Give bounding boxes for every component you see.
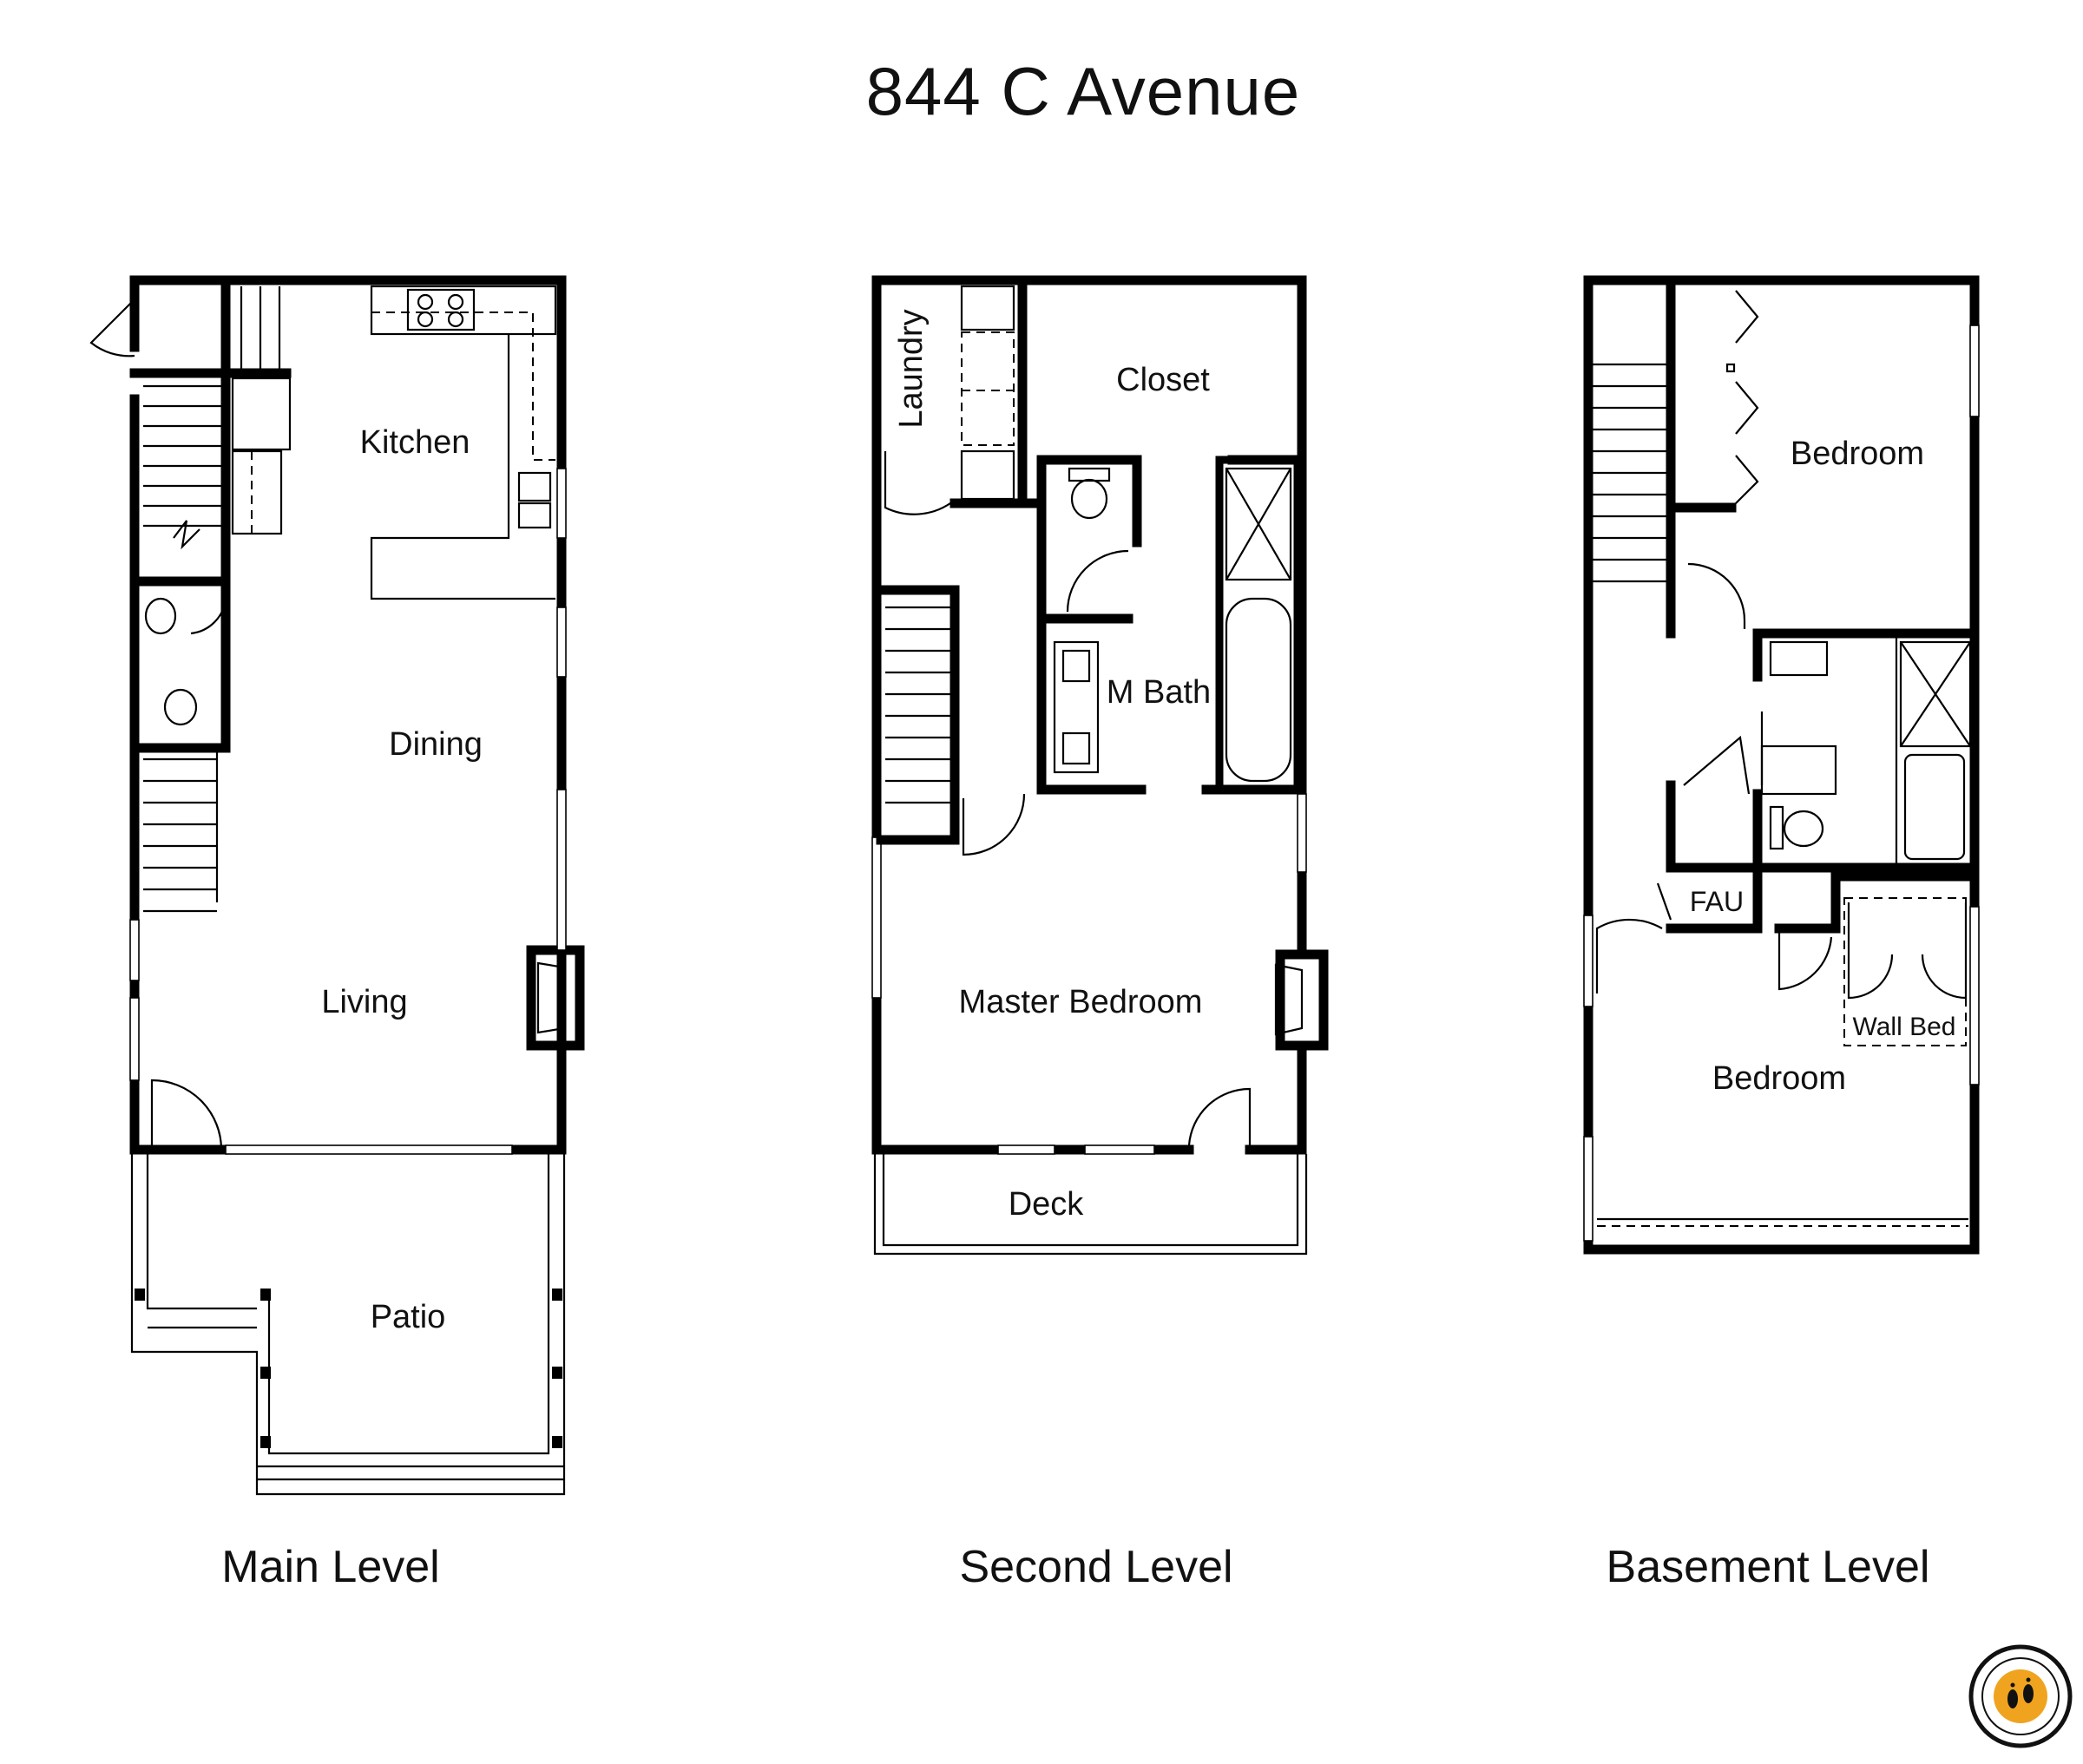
main-window-living — [556, 789, 567, 951]
room-label-patio: Patio — [371, 1299, 446, 1335]
mbath-toilet-icon — [1070, 478, 1108, 520]
shower-icon — [1225, 467, 1292, 581]
bathtub-icon — [1225, 597, 1292, 783]
basement-window-right-2 — [1969, 906, 1980, 1085]
bedroom-bottom-door-swing — [1595, 918, 1663, 993]
main-level-plan: Kitchen Dining Living Patio — [89, 275, 585, 1496]
bath-bottom-wall — [1752, 789, 1980, 873]
second-stairs — [885, 606, 950, 804]
wall-bed-left-wall — [1774, 871, 1841, 934]
room-label-deck: Deck — [1009, 1186, 1085, 1223]
pantry-base — [231, 449, 283, 535]
main-window-left-2 — [129, 997, 140, 1081]
hall-closet-door — [1683, 735, 1751, 795]
room-label-fau: FAU — [1690, 886, 1744, 917]
vanity-icon — [1053, 640, 1100, 774]
main-sliding-door — [225, 1144, 513, 1155]
hall-closet-wall — [1666, 780, 1763, 873]
laundry-shelf — [960, 285, 1015, 331]
main-upper-stairs — [143, 286, 281, 550]
kitchen-island-counter — [370, 334, 555, 600]
second-window-bottom-2 — [1084, 1144, 1155, 1155]
closet-bifold-3 — [1735, 455, 1759, 504]
basement-stairs — [1593, 363, 1666, 583]
patio-door-swing — [150, 1079, 223, 1151]
second-level-plan: Laundry Closet M Bath Master Bedroom Dec… — [871, 275, 1329, 1256]
second-window-bottom-1 — [997, 1144, 1055, 1155]
footprints-icon — [2007, 1677, 2034, 1708]
fau-wall — [1666, 862, 1763, 934]
badge-accent-disc — [1994, 1669, 2047, 1723]
kitchen-upper-cabinets — [371, 311, 555, 461]
mbath-left-wall — [1036, 455, 1147, 795]
deck-door-swing — [1187, 1087, 1252, 1150]
stove-icon — [406, 288, 476, 331]
sink-icon — [517, 502, 552, 529]
entry-door-swing — [89, 298, 135, 357]
room-label-bedroom-bottom: Bedroom — [1712, 1060, 1846, 1097]
laundry-door-swing — [884, 451, 951, 515]
main-toilet-icon — [144, 597, 177, 635]
bath-vanity-icon — [1760, 744, 1837, 796]
main-exterior-wall — [129, 275, 567, 1155]
basement-window-left — [1583, 915, 1593, 1007]
basement-level-plan: Bedroom FAU Wall Bed Bedroom — [1583, 275, 1980, 1255]
bath-tub-icon — [1903, 753, 1966, 861]
second-stair-wall — [876, 585, 960, 845]
half-bath-wall — [129, 576, 231, 753]
room-label-closet: Closet — [1116, 362, 1210, 398]
room-label-wall-bed: Wall Bed — [1853, 1013, 1956, 1041]
plan-title: 844 C Avenue — [865, 53, 1301, 129]
level-label-basement: Basement Level — [1606, 1542, 1930, 1592]
basement-bottom-wall — [1583, 1001, 1980, 1255]
tub-shower-enclosure — [1215, 456, 1302, 794]
basement-exterior-wall — [1583, 275, 1980, 921]
wall-bed-door-left — [1847, 902, 1894, 1000]
bedroom-top-door-swing — [1687, 562, 1746, 629]
room-label-mbath: M Bath — [1107, 674, 1211, 711]
main-lower-stairs — [143, 751, 219, 913]
kitchen-upper-counter — [370, 285, 557, 336]
room-label-dining: Dining — [389, 726, 483, 763]
level-label-second: Second Level — [959, 1542, 1233, 1592]
basement-window-right-1 — [1969, 325, 1980, 417]
bath-shower-icon — [1899, 640, 1972, 748]
room-label-laundry: Laundry — [893, 309, 930, 428]
main-fireplace-hearth — [536, 961, 566, 1034]
room-label-living: Living — [321, 984, 407, 1020]
closet-bifold-2 — [1735, 381, 1759, 435]
pantry-unit — [231, 377, 292, 451]
washer-dryer — [961, 331, 1015, 446]
bath-toilet-icon — [1783, 810, 1824, 848]
wc-door-swing — [1066, 549, 1129, 613]
second-exterior-wall — [871, 275, 1307, 843]
second-window-left — [871, 836, 882, 999]
stair-door-swing — [962, 793, 1026, 856]
main-window-dining — [556, 607, 567, 678]
main-sink-icon — [163, 688, 198, 726]
deck-outline — [873, 1154, 1308, 1256]
bath-sink-icon — [1769, 640, 1829, 677]
main-window-left-1 — [129, 919, 140, 981]
second-fireplace — [1275, 949, 1329, 1051]
level-label-main: Main Level — [221, 1542, 440, 1592]
second-fireplace-hearth — [1274, 963, 1304, 1036]
main-window-kitchen — [556, 468, 567, 539]
room-label-master-bedroom: Master Bedroom — [959, 984, 1203, 1020]
patio-outline — [130, 1154, 566, 1496]
room-label-kitchen: Kitchen — [360, 424, 470, 461]
fridge-icon — [517, 471, 552, 502]
wall-bed-door-right — [1921, 902, 1968, 1000]
half-bath-door-swing — [190, 598, 227, 635]
laundry-sink — [960, 449, 1015, 501]
fau-door — [1656, 882, 1672, 921]
closet-bifold-1 — [1735, 290, 1759, 344]
studio-badge — [1968, 1644, 2073, 1748]
second-window-right — [1297, 793, 1307, 873]
room-label-bedroom-top: Bedroom — [1791, 436, 1924, 472]
basement-window-left-2 — [1583, 1136, 1593, 1242]
hall-door-swing — [1777, 933, 1833, 991]
